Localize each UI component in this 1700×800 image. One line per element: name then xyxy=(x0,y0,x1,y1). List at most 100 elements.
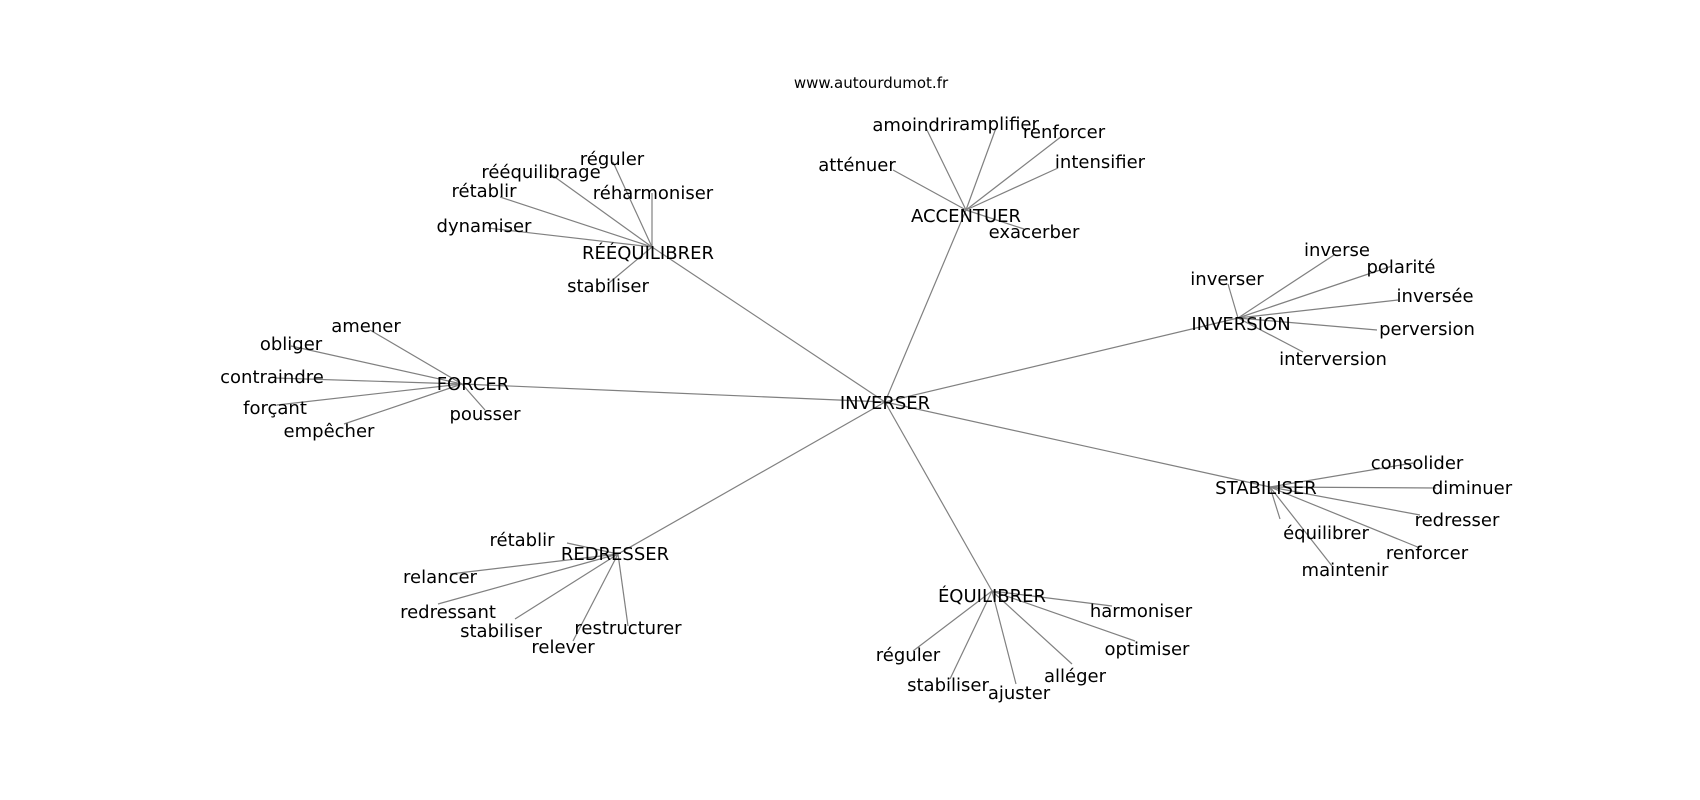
word-node: interversion xyxy=(1279,349,1387,370)
word-node: forçant xyxy=(243,398,307,419)
edge-hub-word xyxy=(965,127,997,211)
edge-root-hub xyxy=(617,401,886,555)
word-node: restructurer xyxy=(574,618,682,639)
edge-hub-word xyxy=(1237,317,1304,353)
edge-hub-word xyxy=(276,383,463,406)
edge-root-hub xyxy=(884,317,1239,403)
hub-node: REDRESSER xyxy=(561,544,669,565)
hub-node: ACCENTUER xyxy=(911,206,1021,227)
word-node: pousser xyxy=(449,404,521,425)
root-node: INVERSER xyxy=(840,393,930,414)
edge-hub-word xyxy=(965,135,1063,211)
word-node: équilibrer xyxy=(1283,523,1369,544)
labels: www.autourdumot.fr INVERSER régulerrééqu… xyxy=(220,74,1513,704)
hub-node: ÉQUILIBRER xyxy=(938,585,1046,607)
word-node: exacerber xyxy=(989,222,1080,243)
edge-hub-word xyxy=(617,553,629,627)
word-node: optimiser xyxy=(1105,639,1190,660)
edge-hub-word xyxy=(991,590,1136,642)
edge-hub-word xyxy=(612,161,653,248)
edge-hub-word xyxy=(1237,254,1335,319)
edge-hub-word xyxy=(499,196,653,248)
word-node: harmoniser xyxy=(1090,601,1193,622)
edge-hub-word xyxy=(514,553,619,620)
edge-hub-word xyxy=(1269,486,1281,520)
word-node: relever xyxy=(531,637,595,658)
word-node: rééquilibrage xyxy=(481,162,600,183)
word-node: relancer xyxy=(403,567,477,588)
hub-node: RÉÉQUILIBRER xyxy=(582,242,714,264)
word-node: stabiliser xyxy=(567,276,649,297)
edge-hub-word xyxy=(274,377,463,385)
edge-hub-word xyxy=(1237,265,1393,319)
word-node: rétablir xyxy=(452,181,518,202)
edge-hub-word xyxy=(461,383,486,411)
word-node: consolider xyxy=(1371,453,1464,474)
edge-hub-word xyxy=(608,246,653,284)
word-node: obliger xyxy=(260,334,323,355)
word-node: inversée xyxy=(1396,286,1473,307)
word-node: amener xyxy=(331,316,401,337)
edge-hub-word xyxy=(949,590,993,680)
edge-hub-word xyxy=(965,209,1025,230)
word-node: redressant xyxy=(400,602,496,623)
word-node: amoindrir xyxy=(872,115,960,136)
edge-hub-word xyxy=(449,553,619,575)
word-node: diminuer xyxy=(1432,478,1513,499)
edge-hub-word xyxy=(965,167,1059,211)
edge-hub-word xyxy=(437,553,619,605)
edge-hub-word xyxy=(1269,486,1421,516)
word-node: inverser xyxy=(1190,269,1264,290)
word-node: réguler xyxy=(876,645,941,666)
word-node: stabiliser xyxy=(460,621,542,642)
word-node: renforcer xyxy=(1023,122,1106,143)
word-node: intensifier xyxy=(1055,152,1146,173)
word-node: stabiliser xyxy=(907,675,989,696)
word-node: ajuster xyxy=(988,683,1051,704)
edge-hub-word xyxy=(991,590,1017,685)
edge-hub-word xyxy=(1269,462,1414,488)
edge-hub-word xyxy=(991,590,1073,665)
edge-hub-word xyxy=(369,329,463,385)
edge-hub-word xyxy=(925,127,967,211)
word-node: inverse xyxy=(1304,240,1370,261)
word-node: renforcer xyxy=(1386,543,1469,564)
edge-hub-word xyxy=(290,345,463,385)
edge-hub-word xyxy=(912,590,993,652)
word-node: maintenir xyxy=(1302,560,1390,581)
edge-hub-word xyxy=(1269,486,1421,549)
edge-hub-word xyxy=(551,174,653,248)
edge-hub-word xyxy=(1269,486,1437,489)
edge-root-hub xyxy=(461,383,886,403)
edges xyxy=(274,127,1437,685)
edge-hub-word xyxy=(1227,283,1239,319)
word-node: dynamiser xyxy=(437,216,533,237)
word-node: atténuer xyxy=(818,155,896,176)
word-node: perversion xyxy=(1379,319,1475,340)
word-node: rétablir xyxy=(490,530,556,551)
edge-hub-word xyxy=(487,227,653,248)
edge-hub-word xyxy=(566,542,619,555)
edge-hub-word xyxy=(1237,317,1378,331)
edge-hub-word xyxy=(1269,486,1333,567)
hub-node: FORCER xyxy=(437,374,510,395)
edge-root-hub xyxy=(651,246,886,403)
word-node: amplifier xyxy=(959,114,1039,135)
word-node: contraindre xyxy=(220,367,324,388)
source-url: www.autourdumot.fr xyxy=(794,74,949,92)
edge-hub-word xyxy=(892,169,967,211)
edge-hub-word xyxy=(572,553,619,642)
edge-hub-word xyxy=(1237,299,1399,319)
edge-root-hub xyxy=(884,209,967,403)
edge-hub-word xyxy=(343,383,463,425)
hub-node: INVERSION xyxy=(1191,314,1290,335)
hub-node: STABILISER xyxy=(1215,478,1317,499)
edge-root-hub xyxy=(884,401,1271,488)
edge-root-hub xyxy=(884,401,993,592)
edge-hub-word xyxy=(991,590,1113,607)
word-node: réguler xyxy=(580,149,645,170)
word-node: polarité xyxy=(1366,257,1435,278)
word-node: alléger xyxy=(1044,666,1107,687)
word-node: réharmoniser xyxy=(593,183,714,204)
